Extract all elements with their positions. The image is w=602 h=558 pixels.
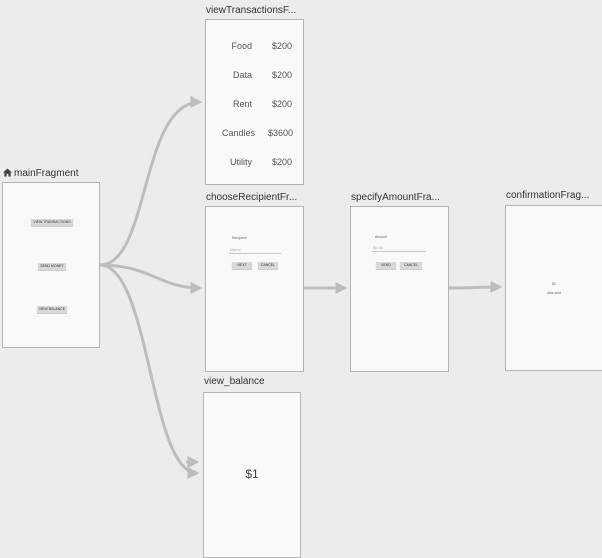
choose-recipient-title: chooseRecipientFr... <box>206 192 298 203</box>
arrow-main-to-balance <box>99 263 200 479</box>
view-balance-button[interactable]: VIEW BALANCE <box>37 306 67 313</box>
cancel-button[interactable]: CANCEL <box>258 262 278 269</box>
arrow-main-to-transactions <box>99 96 203 267</box>
transaction-amount: $200 <box>272 70 293 80</box>
recipient-input-underline <box>229 253 281 254</box>
home-icon <box>3 168 12 177</box>
amount-input[interactable]: $0.00 <box>373 245 384 250</box>
view-balance-title: view_balance <box>204 376 265 387</box>
recipient-name-input[interactable]: Name <box>230 247 241 252</box>
send-money-button[interactable]: SEND MONEY <box>38 263 66 270</box>
amount-input-underline <box>372 251 426 252</box>
amount-label: Amount <box>375 235 388 239</box>
view-transactions-title: viewTransactionsF... <box>206 5 297 16</box>
view-transactions-screen[interactable]: Food $200 Data $200 Rent $200 Candles $3… <box>205 19 304 185</box>
cancel-button[interactable]: CANCEL <box>400 262 422 269</box>
specify-amount-screen[interactable]: Amount $0.00 SEND CANCEL <box>350 206 449 372</box>
recipient-label: Recipient <box>232 236 247 240</box>
specify-amount-title: specifyAmountFra... <box>351 192 440 203</box>
arrow-amount-to-confirmation <box>448 281 503 294</box>
confirmation-title: confirmationFrag... <box>506 190 590 201</box>
balance-amount: $1 <box>245 467 259 481</box>
main-fragment-title: mainFragment <box>3 168 78 179</box>
transaction-label: Data <box>232 70 252 80</box>
send-button[interactable]: SEND <box>376 262 396 269</box>
transaction-amount: $200 <box>272 41 293 51</box>
confirmation-screen[interactable]: $1 was sent <box>505 205 602 371</box>
main-fragment-screen[interactable]: VIEW TRANSACTIONS SEND MONEY VIEW BALANC… <box>2 182 100 348</box>
main-fragment-title-text: mainFragment <box>14 168 79 179</box>
transaction-label: Candles <box>221 128 255 138</box>
confirmation-message: was sent <box>547 291 561 295</box>
transaction-amount: $200 <box>272 157 293 167</box>
transaction-amount: $200 <box>272 99 293 109</box>
confirmation-amount: $1 <box>552 282 556 286</box>
transaction-label: Rent <box>232 99 252 109</box>
view-transactions-button[interactable]: VIEW TRANSACTIONS <box>31 219 73 226</box>
transaction-label: Food <box>231 41 252 51</box>
arrow-main-to-recipient <box>99 263 203 294</box>
next-button[interactable]: NEXT <box>232 262 252 269</box>
choose-recipient-screen[interactable]: Recipient Name NEXT CANCEL <box>205 206 304 372</box>
transaction-amount: $3600 <box>268 128 294 138</box>
transaction-label: Utility <box>230 157 252 167</box>
view-balance-screen[interactable]: $1 <box>203 392 301 558</box>
